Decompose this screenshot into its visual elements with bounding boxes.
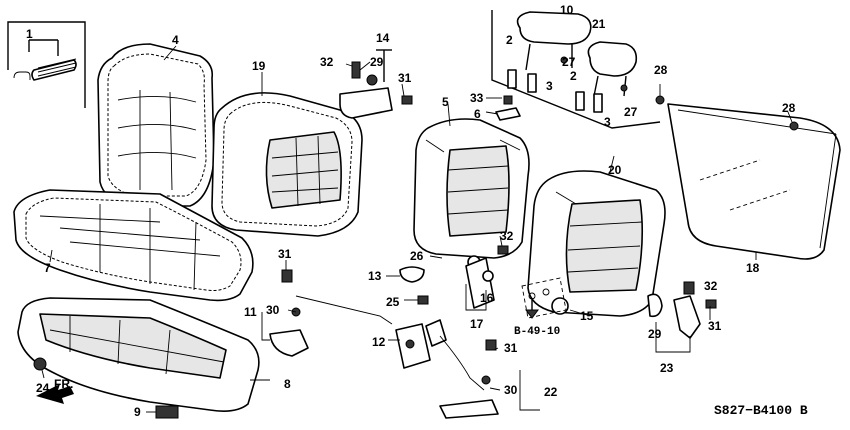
label-30-bottom: 30	[504, 383, 518, 397]
label-2-a: 2	[506, 33, 513, 47]
label-29-bottom: 29	[648, 327, 662, 341]
part-4-seatback-cover	[97, 43, 215, 207]
part-5-seatback-pad	[413, 118, 530, 259]
part-18-rear-panel	[667, 103, 841, 260]
label-13: 13	[368, 269, 382, 283]
label-21: 21	[592, 17, 606, 31]
label-28-a: 28	[654, 63, 668, 77]
label-8: 8	[284, 377, 291, 391]
part-20-seatback-pad	[527, 170, 666, 317]
label-10: 10	[560, 3, 574, 17]
wire-clip-part	[13, 58, 77, 81]
label-19: 19	[252, 59, 266, 73]
part-7-cushion-cover	[13, 189, 254, 302]
label-2-b: 2	[570, 69, 577, 83]
label-7: 7	[44, 261, 51, 275]
reference-arrow	[525, 298, 539, 319]
label-31-mid: 31	[504, 341, 518, 355]
headrest-guides	[507, 56, 628, 113]
label-26: 26	[410, 249, 424, 263]
label-16: 16	[480, 291, 494, 305]
label-3-b: 3	[604, 115, 611, 129]
label-27-a: 27	[562, 55, 576, 69]
label-32-mid: 32	[500, 229, 514, 243]
lock-assembly-parts	[269, 255, 701, 419]
label-15: 15	[580, 309, 594, 323]
label-12: 12	[372, 335, 386, 349]
front-direction-arrow	[36, 384, 74, 404]
leader-lines	[41, 45, 793, 413]
label-30-left: 30	[266, 303, 280, 317]
label-29-top: 29	[370, 55, 384, 69]
label-20: 20	[608, 163, 622, 177]
part-1-group	[7, 21, 86, 108]
headrest-group-bracket	[491, 10, 661, 129]
label-9: 9	[134, 405, 141, 419]
label-6: 6	[474, 107, 481, 121]
label-32-top: 32	[320, 55, 334, 69]
front-direction-label: FR.	[54, 377, 73, 391]
label-1: 1	[26, 27, 33, 41]
label-31-left: 31	[278, 247, 292, 261]
label-17: 17	[470, 317, 484, 331]
label-18: 18	[746, 261, 760, 275]
part-9-clip	[155, 405, 179, 419]
label-31-top: 31	[398, 71, 412, 85]
label-24: 24	[36, 381, 50, 395]
label-28-b: 28	[782, 101, 796, 115]
label-14: 14	[376, 31, 390, 45]
part-labels: 1 4 19 14 32 29 31 33 6 5 10 21 2 27 3 2…	[26, 3, 796, 419]
label-11: 11	[244, 305, 257, 319]
label-5: 5	[442, 95, 449, 109]
label-22: 22	[544, 385, 558, 399]
diagram-code: S827−B4100 B	[714, 403, 808, 418]
label-33: 33	[470, 91, 484, 105]
label-31-right: 31	[708, 319, 722, 333]
hinge-bracket-14	[339, 49, 393, 119]
label-25: 25	[386, 295, 400, 309]
reference-label: B-49-10	[514, 326, 560, 338]
part-8-cushion-pad	[17, 297, 260, 412]
label-23: 23	[660, 361, 674, 375]
label-3-a: 3	[546, 79, 553, 93]
label-27-b: 27	[624, 105, 638, 119]
part-21-headrest	[587, 41, 638, 97]
part-19-seatback	[211, 92, 363, 237]
label-32-right: 32	[704, 279, 718, 293]
part-10-headrest	[516, 11, 592, 71]
label-4: 4	[172, 33, 179, 47]
